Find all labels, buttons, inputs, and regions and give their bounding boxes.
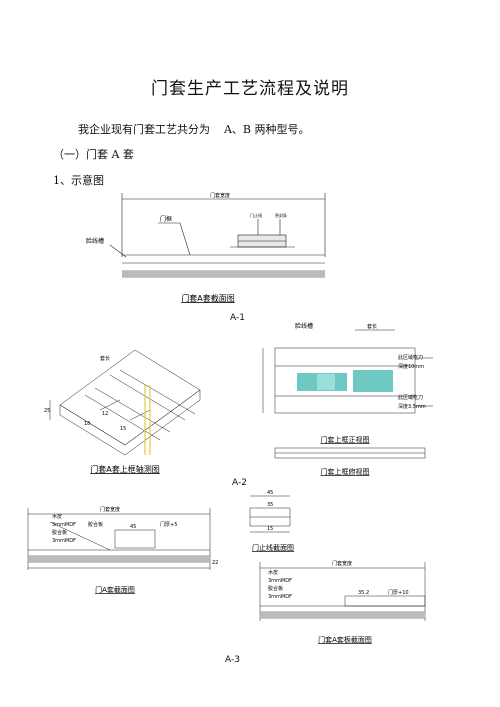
fig2-groove-label: 脸线槽 (295, 322, 313, 330)
figure-a3-door-section: 门套宽度 木皮 3mmMDF 胶合板 3mmMDF 胶合板 门厚+5 45 22… (27, 506, 218, 594)
section-heading: （一）门套 A 套 (53, 148, 134, 161)
fig3-dim-22: 22 (212, 560, 218, 566)
fig2-width-label: 套长 (367, 323, 377, 330)
fig3-door-thick2: 门厚+10 (388, 589, 409, 596)
fig2-dim-25: 25 (44, 408, 50, 414)
fig3-width-label: 门套宽度 (100, 506, 120, 513)
fig3-caption-mid: 门止线截面图 (252, 543, 294, 552)
figure-a3-panel-section: 门套宽度 木皮 3mmMDF 胶合板 3mmMDF 35.2 门厚+10 门套A… (259, 560, 426, 644)
fig2-note1: 此区域吃刀 (398, 354, 423, 361)
fig2-note2b: 深度3.5mm (398, 403, 426, 410)
fig3-veneer: 木皮 (52, 513, 62, 520)
subsection-heading: 1、示意图 (53, 174, 104, 187)
fig3-dim-bot: 15 (267, 526, 273, 532)
fig3-plywood: 胶合板 (52, 529, 67, 536)
fig3-door-thick: 门厚+5 (160, 521, 177, 528)
page-title: 门套生产工艺流程及说明 (151, 79, 349, 99)
fig1-groove-label: 脸线槽 (86, 237, 104, 245)
fig1-caption: 门套A套截面图 (181, 293, 234, 303)
figure-a1-cross-section: 门套宽度 门框 门止线 密封条 脸线槽 门套A套截面图 (86, 192, 326, 303)
fig3-mdf: 3mmMDF (52, 522, 76, 528)
fig2-dim-a: 套长 (100, 355, 110, 362)
fig3-mdf3: 3mmMDF (268, 578, 292, 584)
fig3-dim-45: 45 (130, 524, 136, 530)
fig3-dim-352: 35.2 (358, 590, 369, 596)
fig3-mdf2: 3mmMDF (52, 538, 76, 544)
fig2-note2: 此区域吃刀 (398, 394, 423, 401)
fig3-caption-left: 门A套截面图 (95, 585, 135, 594)
fig2-caption-right1: 门套上框正视图 (321, 435, 370, 444)
figure-a1-label: A-1 (230, 313, 245, 323)
figure-a2-isometric: 套长 12 18 25 15 门套A套上框轴测图 (44, 349, 201, 474)
fig3-plywood-top: 胶合板 (88, 521, 103, 528)
figure-a3-label: A-3 (225, 655, 240, 665)
fig3-mdf4: 3mmMDF (268, 594, 292, 600)
fig3-plywood2: 胶合板 (268, 585, 283, 592)
fig2-dim-18: 18 (84, 421, 90, 427)
fig3-veneer2: 木皮 (268, 569, 278, 576)
fig2-dim-15: 15 (120, 426, 126, 432)
fig2-dim-12: 12 (102, 411, 108, 417)
fig1-stop-label: 门止线 (250, 212, 262, 218)
fig3-caption-right: 门套A套板截面图 (318, 635, 372, 644)
fig1-width-label: 门套宽度 (210, 192, 230, 199)
fig1-frame-label: 门框 (160, 215, 172, 223)
fig3-dim-mid: 35 (267, 502, 273, 508)
figure-a2-front-view: 脸线槽 套长 此区域吃刀 深度10mm 此区域吃刀 深度3.5mm 门套上框正视… (262, 322, 433, 476)
fig1-seal-label: 密封条 (275, 212, 287, 218)
fig3-width-label2: 门套宽度 (332, 560, 352, 567)
fig2-note1b: 深度10mm (398, 363, 424, 370)
fig3-dim-top: 45 (267, 490, 273, 496)
figure-a2-label: A-2 (232, 478, 247, 488)
intro-paragraph: 我企业现有门套工艺共分为 A、B 两种型号。 (78, 123, 310, 136)
fig2-caption-left: 门套A套上框轴测图 (90, 464, 159, 474)
figure-a3-stop-section: 45 35 15 门止线截面图 (249, 490, 294, 552)
fig2-caption-right2: 门套上框俯视图 (321, 467, 370, 476)
